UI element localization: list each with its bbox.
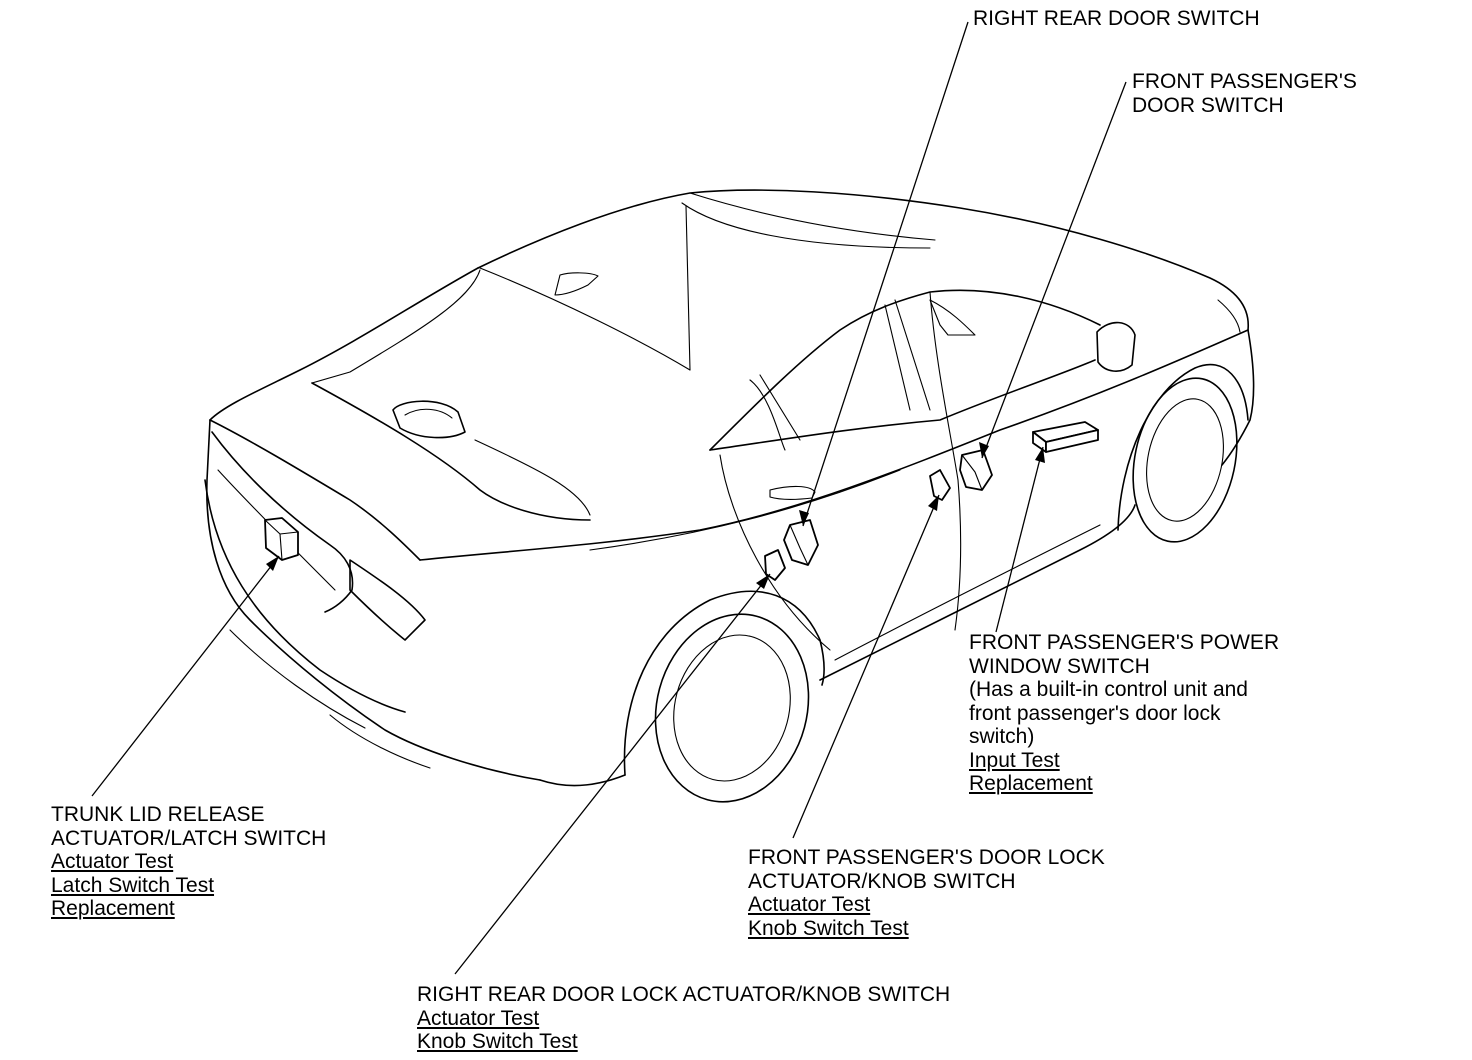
callout-note-line: switch): [969, 725, 1035, 748]
power-window-switch-part: [1032, 421, 1099, 453]
callout-title-line: FRONT PASSENGER'S: [1132, 70, 1357, 93]
callout-title-line: RIGHT REAR DOOR LOCK ACTUATOR/KNOB SWITC…: [417, 983, 951, 1006]
actuator-test-link[interactable]: Actuator Test: [417, 1006, 540, 1030]
leader-front-passenger-door-switch: [981, 81, 1127, 459]
actuator-test-link[interactable]: Actuator Test: [51, 850, 174, 873]
callout-front-passenger-door-lock: FRONT PASSENGER'S DOOR LOCK ACTUATOR/KNO…: [748, 846, 1105, 940]
callout-right-rear-door-switch: RIGHT REAR DOOR SWITCH: [973, 7, 1260, 31]
knob-switch-test-link[interactable]: Knob Switch Test: [417, 1030, 578, 1053]
latch-switch-test-link[interactable]: Latch Switch Test: [51, 873, 215, 897]
callout-title-line: DOOR SWITCH: [1132, 93, 1284, 117]
callout-trunk-lid-release: TRUNK LID RELEASE ACTUATOR/LATCH SWITCH …: [51, 803, 326, 921]
leader-lines: [91, 21, 1127, 975]
callout-title-line: ACTUATOR/LATCH SWITCH: [51, 826, 327, 850]
front-door-switch-part: [959, 449, 993, 491]
car-body-outline: [204, 189, 1255, 803]
callout-title-line: TRUNK LID RELEASE: [51, 803, 265, 826]
leader-trunk-lid-release: [91, 555, 280, 797]
replacement-link[interactable]: Replacement: [51, 897, 175, 920]
callout-title-line: WINDOW SWITCH: [969, 654, 1150, 678]
callout-note-line: (Has a built-in control unit and: [969, 678, 1248, 701]
knob-switch-test-link[interactable]: Knob Switch Test: [748, 916, 909, 940]
replacement-link[interactable]: Replacement: [969, 772, 1093, 795]
callout-note-line: front passenger's door lock: [969, 701, 1221, 725]
rear-door-switch-part: [783, 519, 819, 566]
leader-right-rear-door-switch: [802, 21, 969, 527]
rear-door-lock-actuator-part: [764, 549, 786, 581]
callout-title-line: ACTUATOR/KNOB SWITCH: [748, 869, 1016, 893]
trunk-lid-actuator-part: [264, 517, 299, 561]
leader-right-rear-door-lock: [454, 573, 771, 975]
callout-front-passenger-door-switch: FRONT PASSENGER'S DOOR SWITCH: [1132, 70, 1357, 117]
leader-power-window-switch: [995, 446, 1044, 633]
actuator-test-link[interactable]: Actuator Test: [748, 893, 871, 916]
callout-title-line: FRONT PASSENGER'S DOOR LOCK: [748, 846, 1105, 869]
leader-front-door-lock: [792, 494, 940, 839]
callout-title-line: FRONT PASSENGER'S POWER: [969, 631, 1280, 654]
callout-front-passenger-power-window-switch: FRONT PASSENGER'S POWER WINDOW SWITCH (H…: [969, 631, 1279, 796]
input-test-link[interactable]: Input Test: [969, 748, 1060, 772]
callout-right-rear-door-lock: RIGHT REAR DOOR LOCK ACTUATOR/KNOB SWITC…: [417, 983, 950, 1054]
callout-title-line: RIGHT REAR DOOR SWITCH: [973, 7, 1260, 30]
front-door-lock-actuator-part: [929, 469, 951, 501]
